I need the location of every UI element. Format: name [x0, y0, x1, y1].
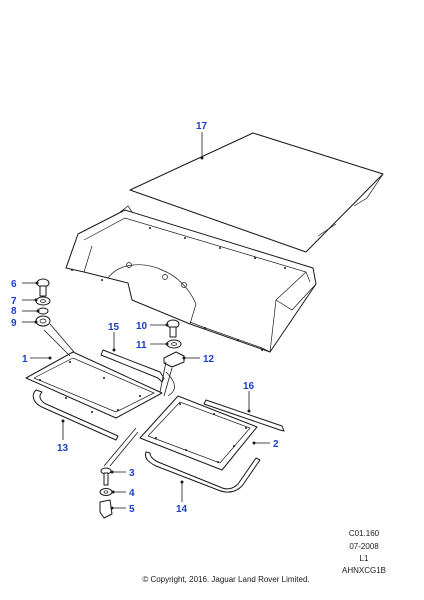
part-6-bolt	[36, 278, 50, 297]
callout-5: 5	[129, 504, 135, 515]
callout-13: 13	[57, 443, 69, 454]
callout-11: 11	[136, 340, 147, 351]
reference-block: C01.160 07-2008 L1 AHNXCG1B © Copyright,…	[142, 529, 386, 584]
part-14-seal	[145, 451, 261, 493]
part-2-access-panel	[139, 395, 258, 471]
reference-level: L1	[360, 554, 369, 563]
callout-17: 17	[196, 121, 208, 132]
part-5-clip	[99, 499, 113, 519]
callout-1: 1	[22, 354, 28, 365]
leader-lines	[22, 132, 270, 510]
part-7-washer	[35, 296, 51, 306]
part-13-seal	[32, 389, 119, 441]
callout-3: 3	[129, 468, 135, 479]
callout-8: 8	[11, 306, 17, 317]
callout-4: 4	[129, 488, 135, 499]
callout-6: 6	[11, 279, 17, 290]
chassis-frame	[65, 205, 317, 353]
part-17-cover-panel	[129, 132, 384, 253]
callout-14: 14	[176, 504, 188, 515]
part-16-seal-strip	[203, 399, 285, 432]
reference-image-id: AHNXCG1B	[342, 566, 386, 575]
callout-15: 15	[108, 322, 120, 333]
callout-2: 2	[273, 439, 279, 450]
callout-labels: 17 6 7 8 9 15 10 11 12 1 16 2 13 3 4 5 1…	[11, 121, 279, 515]
part-10-bolt	[166, 319, 180, 338]
part-9-nut	[35, 315, 51, 327]
part-3-screw	[100, 467, 112, 486]
part-11-washer	[166, 339, 182, 349]
callout-9: 9	[11, 318, 17, 329]
reference-date: 07-2008	[349, 542, 379, 551]
callout-16: 16	[243, 381, 255, 392]
part-4-washer	[99, 488, 113, 496]
part-12-clip	[163, 351, 185, 368]
part-1-access-panel	[25, 351, 163, 419]
reference-code: C01.160	[349, 529, 380, 538]
callout-10: 10	[136, 321, 148, 332]
copyright-notice: © Copyright, 2016. Jaguar Land Rover Lim…	[142, 575, 309, 584]
callout-7: 7	[11, 296, 17, 307]
callout-12: 12	[203, 354, 215, 365]
